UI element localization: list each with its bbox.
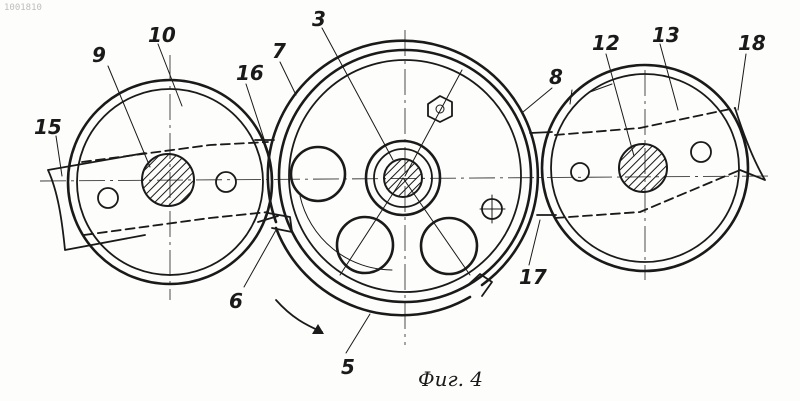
label-12: 12: [592, 31, 620, 55]
rotation-arrow: [276, 300, 322, 332]
label-18: 18: [738, 31, 766, 55]
label-10: 10: [148, 23, 176, 47]
label-6: 6: [229, 289, 243, 313]
center-hole-upper-left: [291, 147, 345, 201]
radial-line-upper: [405, 70, 462, 176]
center-wheel-assembly: [268, 41, 538, 334]
right-hub-section: [619, 144, 667, 192]
label-3: 3: [312, 7, 326, 31]
left-hole-a: [216, 172, 236, 192]
radial-line-left: [340, 178, 403, 275]
label-15: 15: [34, 115, 62, 139]
label-5: 5: [341, 355, 355, 379]
left-hub-section: [142, 154, 194, 206]
figure-caption: Фиг. 4: [418, 367, 483, 391]
right-hole-a: [571, 163, 589, 181]
label-16: 16: [236, 61, 264, 85]
label-17: 17: [519, 265, 547, 289]
id-stamp: 1001810: [4, 3, 42, 13]
center-hole-lower-right: [421, 218, 477, 274]
label-13: 13: [652, 23, 680, 47]
left-wheel-assembly: [48, 80, 278, 284]
center-hole-lower-left: [337, 217, 393, 273]
left-lever-outline: [48, 153, 145, 250]
left-hole-b: [98, 188, 118, 208]
right-wheel-assembly: [530, 65, 765, 271]
left-lever-dashed-bottom: [84, 212, 268, 235]
label-8: 8: [549, 65, 563, 89]
label-9: 9: [92, 43, 106, 67]
hex-bolt: [428, 96, 452, 122]
label-7: 7: [272, 39, 286, 63]
right-hole-b: [691, 142, 711, 162]
